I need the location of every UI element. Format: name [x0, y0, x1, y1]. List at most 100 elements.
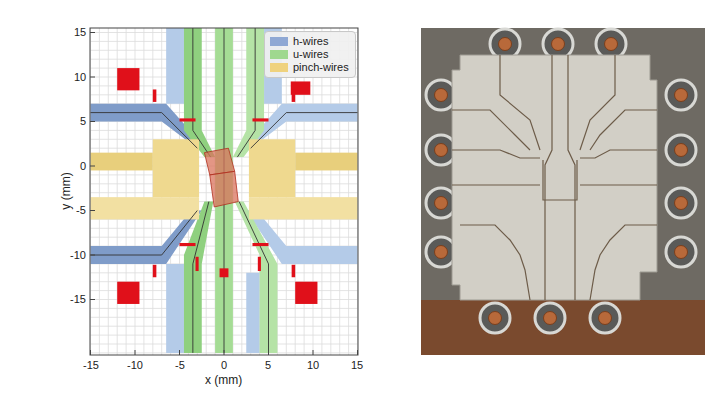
h-wire: [166, 264, 184, 353]
legend-text: u-wires: [293, 48, 328, 61]
pad-mark: [180, 118, 196, 121]
chip-trace: [452, 184, 540, 185]
tick-label: -5: [175, 359, 185, 372]
legend-row: h-wires: [270, 35, 349, 48]
pad: [117, 68, 139, 90]
u-wire: [184, 202, 213, 353]
trace: [239, 202, 268, 353]
contact-pin: [675, 246, 688, 259]
contact-pin: [675, 197, 688, 210]
contact-pin: [675, 89, 688, 102]
pad: [220, 268, 229, 277]
u-wire: [233, 28, 264, 157]
trap-region: [204, 148, 238, 207]
ticks: [90, 33, 358, 356]
pad: [295, 282, 317, 304]
trace: [91, 113, 198, 149]
pinch-wire: [249, 139, 295, 197]
tick: [90, 299, 95, 300]
contact-pin: [544, 312, 557, 325]
legend-swatch: [270, 37, 288, 46]
contact-ring: [666, 237, 696, 267]
pads: [117, 68, 317, 304]
chip-layout: [91, 28, 358, 353]
legend-text: h-wires: [293, 35, 328, 48]
pad-mark: [292, 89, 296, 101]
chip-trace: [568, 55, 575, 300]
legend-text: pinch-wires: [293, 61, 349, 74]
chip-trace: [543, 160, 577, 200]
tick: [224, 350, 225, 355]
axis-label: y (mm): [59, 172, 73, 209]
pinch-wire: [153, 139, 199, 197]
tick: [90, 77, 95, 78]
chip-trace: [580, 150, 657, 158]
trap-cell: [204, 148, 234, 175]
pad-mark: [252, 118, 268, 121]
trace: [193, 202, 209, 353]
contact-pin: [435, 89, 448, 102]
tick: [179, 350, 180, 355]
tick: [313, 350, 314, 355]
pad-mark: [153, 265, 157, 277]
tick-label: 15: [74, 26, 86, 39]
trace: [237, 28, 255, 157]
pinch-wire: [295, 153, 357, 171]
photo-ground: [421, 28, 705, 355]
tick: [90, 255, 95, 256]
pinch-wire: [249, 197, 358, 219]
contact-ring: [480, 303, 510, 333]
pad: [117, 282, 139, 304]
axis-label: x (mm): [205, 373, 242, 387]
pinch-wire: [91, 197, 200, 219]
contact-pin: [552, 38, 565, 51]
trap-cell: [210, 171, 238, 207]
pad-mark: [252, 243, 268, 246]
tick-label: -5: [76, 204, 86, 217]
chip-trace: [580, 184, 657, 185]
photo-mount: [421, 300, 705, 355]
pinch-wire: [91, 153, 153, 171]
contact-ring: [535, 303, 565, 333]
tick-label: 0: [221, 359, 227, 372]
pad-mark: [196, 257, 199, 271]
tick: [90, 121, 95, 122]
tick-label: -10: [127, 359, 143, 372]
u-wire: [184, 28, 215, 157]
contacts: [426, 29, 696, 333]
tick-label: -15: [70, 293, 86, 306]
u-wire: [235, 202, 278, 353]
tick: [90, 210, 95, 211]
contact-pin: [499, 38, 512, 51]
grid: [90, 28, 358, 355]
chip-trace: [545, 55, 552, 300]
contact-ring: [666, 135, 696, 165]
pad-mark: [180, 243, 196, 246]
tick: [90, 32, 95, 33]
plot-frame: [90, 28, 358, 355]
tick: [357, 350, 358, 355]
plot-ground: [90, 28, 358, 355]
h-wire: [246, 273, 259, 353]
legend: h-wiresu-wirespinch-wires: [264, 31, 356, 78]
trace: [91, 211, 198, 256]
contact-pin: [435, 246, 448, 259]
traces: [91, 28, 358, 353]
tick: [268, 350, 269, 355]
chip-trace: [590, 225, 657, 300]
legend-row: u-wires: [270, 48, 349, 61]
contact-ring: [666, 80, 696, 110]
contact-pin: [435, 144, 448, 157]
contact-ring: [590, 303, 620, 333]
chip-trace: [460, 225, 530, 300]
legend-swatch: [270, 63, 288, 72]
tick: [90, 166, 95, 167]
tick-label: 0: [80, 160, 86, 173]
tick-label: 15: [351, 359, 363, 372]
contact-ring: [666, 188, 696, 218]
chip-trace: [590, 110, 657, 150]
tick-label: 5: [80, 115, 86, 128]
tick: [135, 350, 136, 355]
